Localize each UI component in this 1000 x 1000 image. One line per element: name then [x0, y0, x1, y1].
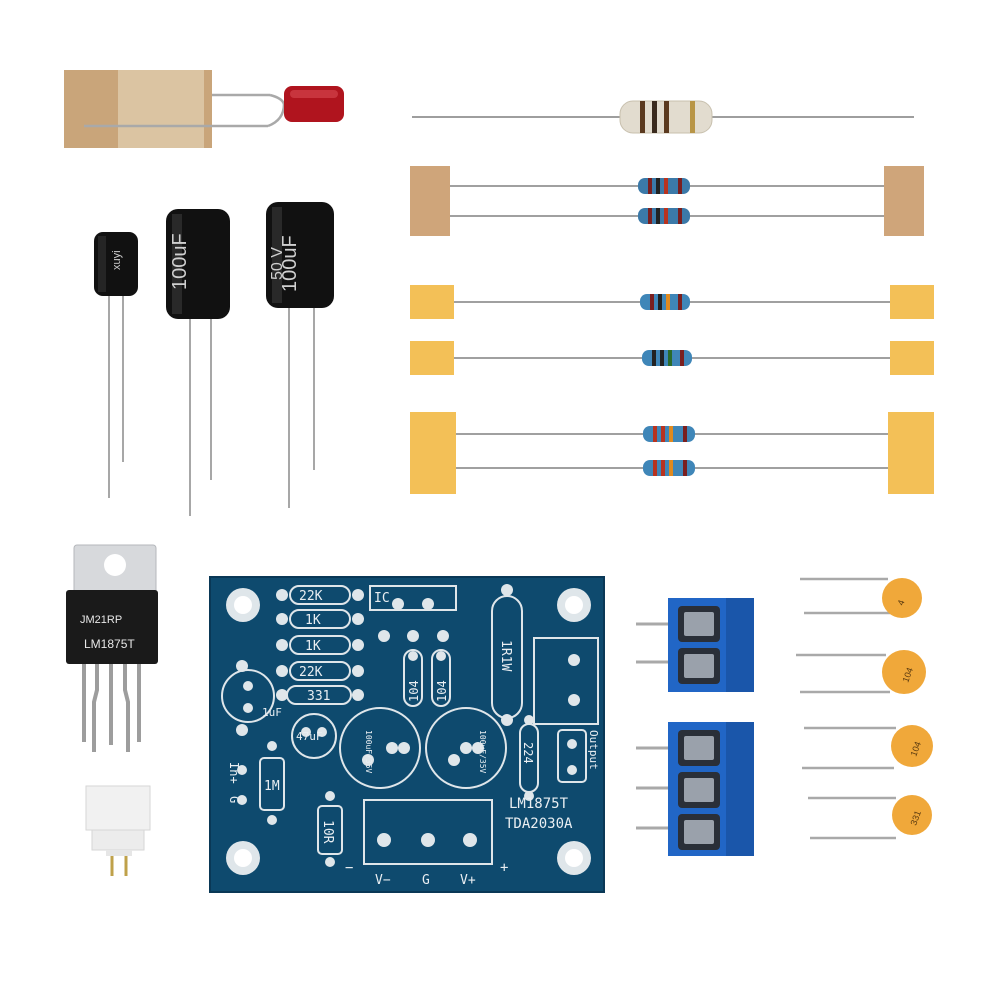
ceramic-cap-4-label: 331: [908, 809, 923, 827]
pcb-label-331: 331: [307, 689, 330, 704]
taped-resistors-brown: [410, 166, 924, 236]
pcb-label-plus: +: [500, 860, 508, 876]
screw-terminal-3pin: [636, 722, 754, 856]
ceramic-cap-3: 104: [802, 725, 933, 770]
pcb-label-47uf: 47uF: [296, 730, 323, 743]
pcb-label-1k-b: 1K: [305, 639, 321, 654]
electrolytic-big-right: 100uF 50 V: [266, 202, 334, 508]
pcb-label-cap-left: 100uF/35V: [364, 730, 373, 774]
ceramic-cap-4: 331: [808, 795, 932, 840]
chip-line2: LM1875T: [84, 637, 135, 651]
pcb-label-104-left: 104: [407, 680, 421, 702]
pcb-label-1m: 1M: [264, 779, 280, 794]
pcb-label-output: Output: [587, 730, 600, 770]
pcb-label-vminus: V−: [375, 873, 391, 888]
ceramic-cap-2: 104: [796, 650, 926, 694]
lm1875t-chip: JM21RP LM1875T: [66, 544, 158, 752]
pcb-label-22k-bottom: 22K: [299, 665, 323, 680]
pcb-label-1uf: 1uF: [262, 706, 282, 719]
pcb-label-chip2: TDA2030A: [505, 816, 573, 832]
taped-resistor-single-1: [410, 285, 934, 319]
ceramic-cap-1-label: 4: [895, 599, 906, 607]
pcb-label-224: 224: [521, 742, 535, 764]
mount-hole-br: [557, 841, 591, 875]
big-left-cap-label: 100uF: [169, 233, 191, 290]
taped-resistors-pair-yellow: [410, 412, 934, 494]
pcb-label-chip1: LM1875T: [509, 796, 569, 812]
pcb-label-vplus: V+: [460, 873, 476, 888]
pcb-label-10r: 10R: [320, 820, 335, 844]
electrolytic-small: xuyi: [94, 232, 138, 498]
pcb-label-cap-right: 100uF/35V: [478, 730, 487, 774]
white-header-connector: [85, 785, 151, 876]
pcb-label-ic: IC: [374, 591, 390, 606]
pcb-label-22k-top: 22K: [299, 589, 323, 604]
ceramic-cap-2-label: 104: [900, 666, 915, 684]
mount-hole-tl: [226, 588, 260, 622]
mount-hole-tr: [557, 588, 591, 622]
pcb-label-1k-a: 1K: [305, 613, 321, 628]
ceramic-cap-1: 4: [800, 577, 922, 618]
electrolytic-big-left: 100uF: [166, 209, 230, 516]
screw-terminal-2pin: [636, 598, 754, 692]
big-right-cap-voltage: 50 V: [269, 247, 286, 280]
chip-line1: JM21RP: [80, 614, 122, 626]
pcb-label-1r1w: 1R1W: [498, 640, 513, 671]
pcb-label-input: In+: [227, 762, 241, 784]
taped-resistor-single-2: [410, 341, 934, 375]
ceramic-cap-3-label: 104: [908, 740, 923, 758]
power-resistor: [412, 100, 914, 134]
pcb-board: 22K 1K 1K 22K 331 IC 104 104 1R1W 224 10…: [209, 576, 605, 893]
big-right-cap-label: 100uF: [279, 235, 301, 292]
taped-red-capacitor: [64, 70, 344, 148]
pcb-label-input-gnd: G: [227, 796, 241, 803]
pcb-label-g: G: [422, 873, 430, 888]
small-cap-label: xuyi: [111, 250, 123, 270]
pcb-label-minus: −: [345, 860, 353, 876]
mount-hole-bl: [226, 841, 260, 875]
pcb-label-104-right: 104: [435, 680, 449, 702]
